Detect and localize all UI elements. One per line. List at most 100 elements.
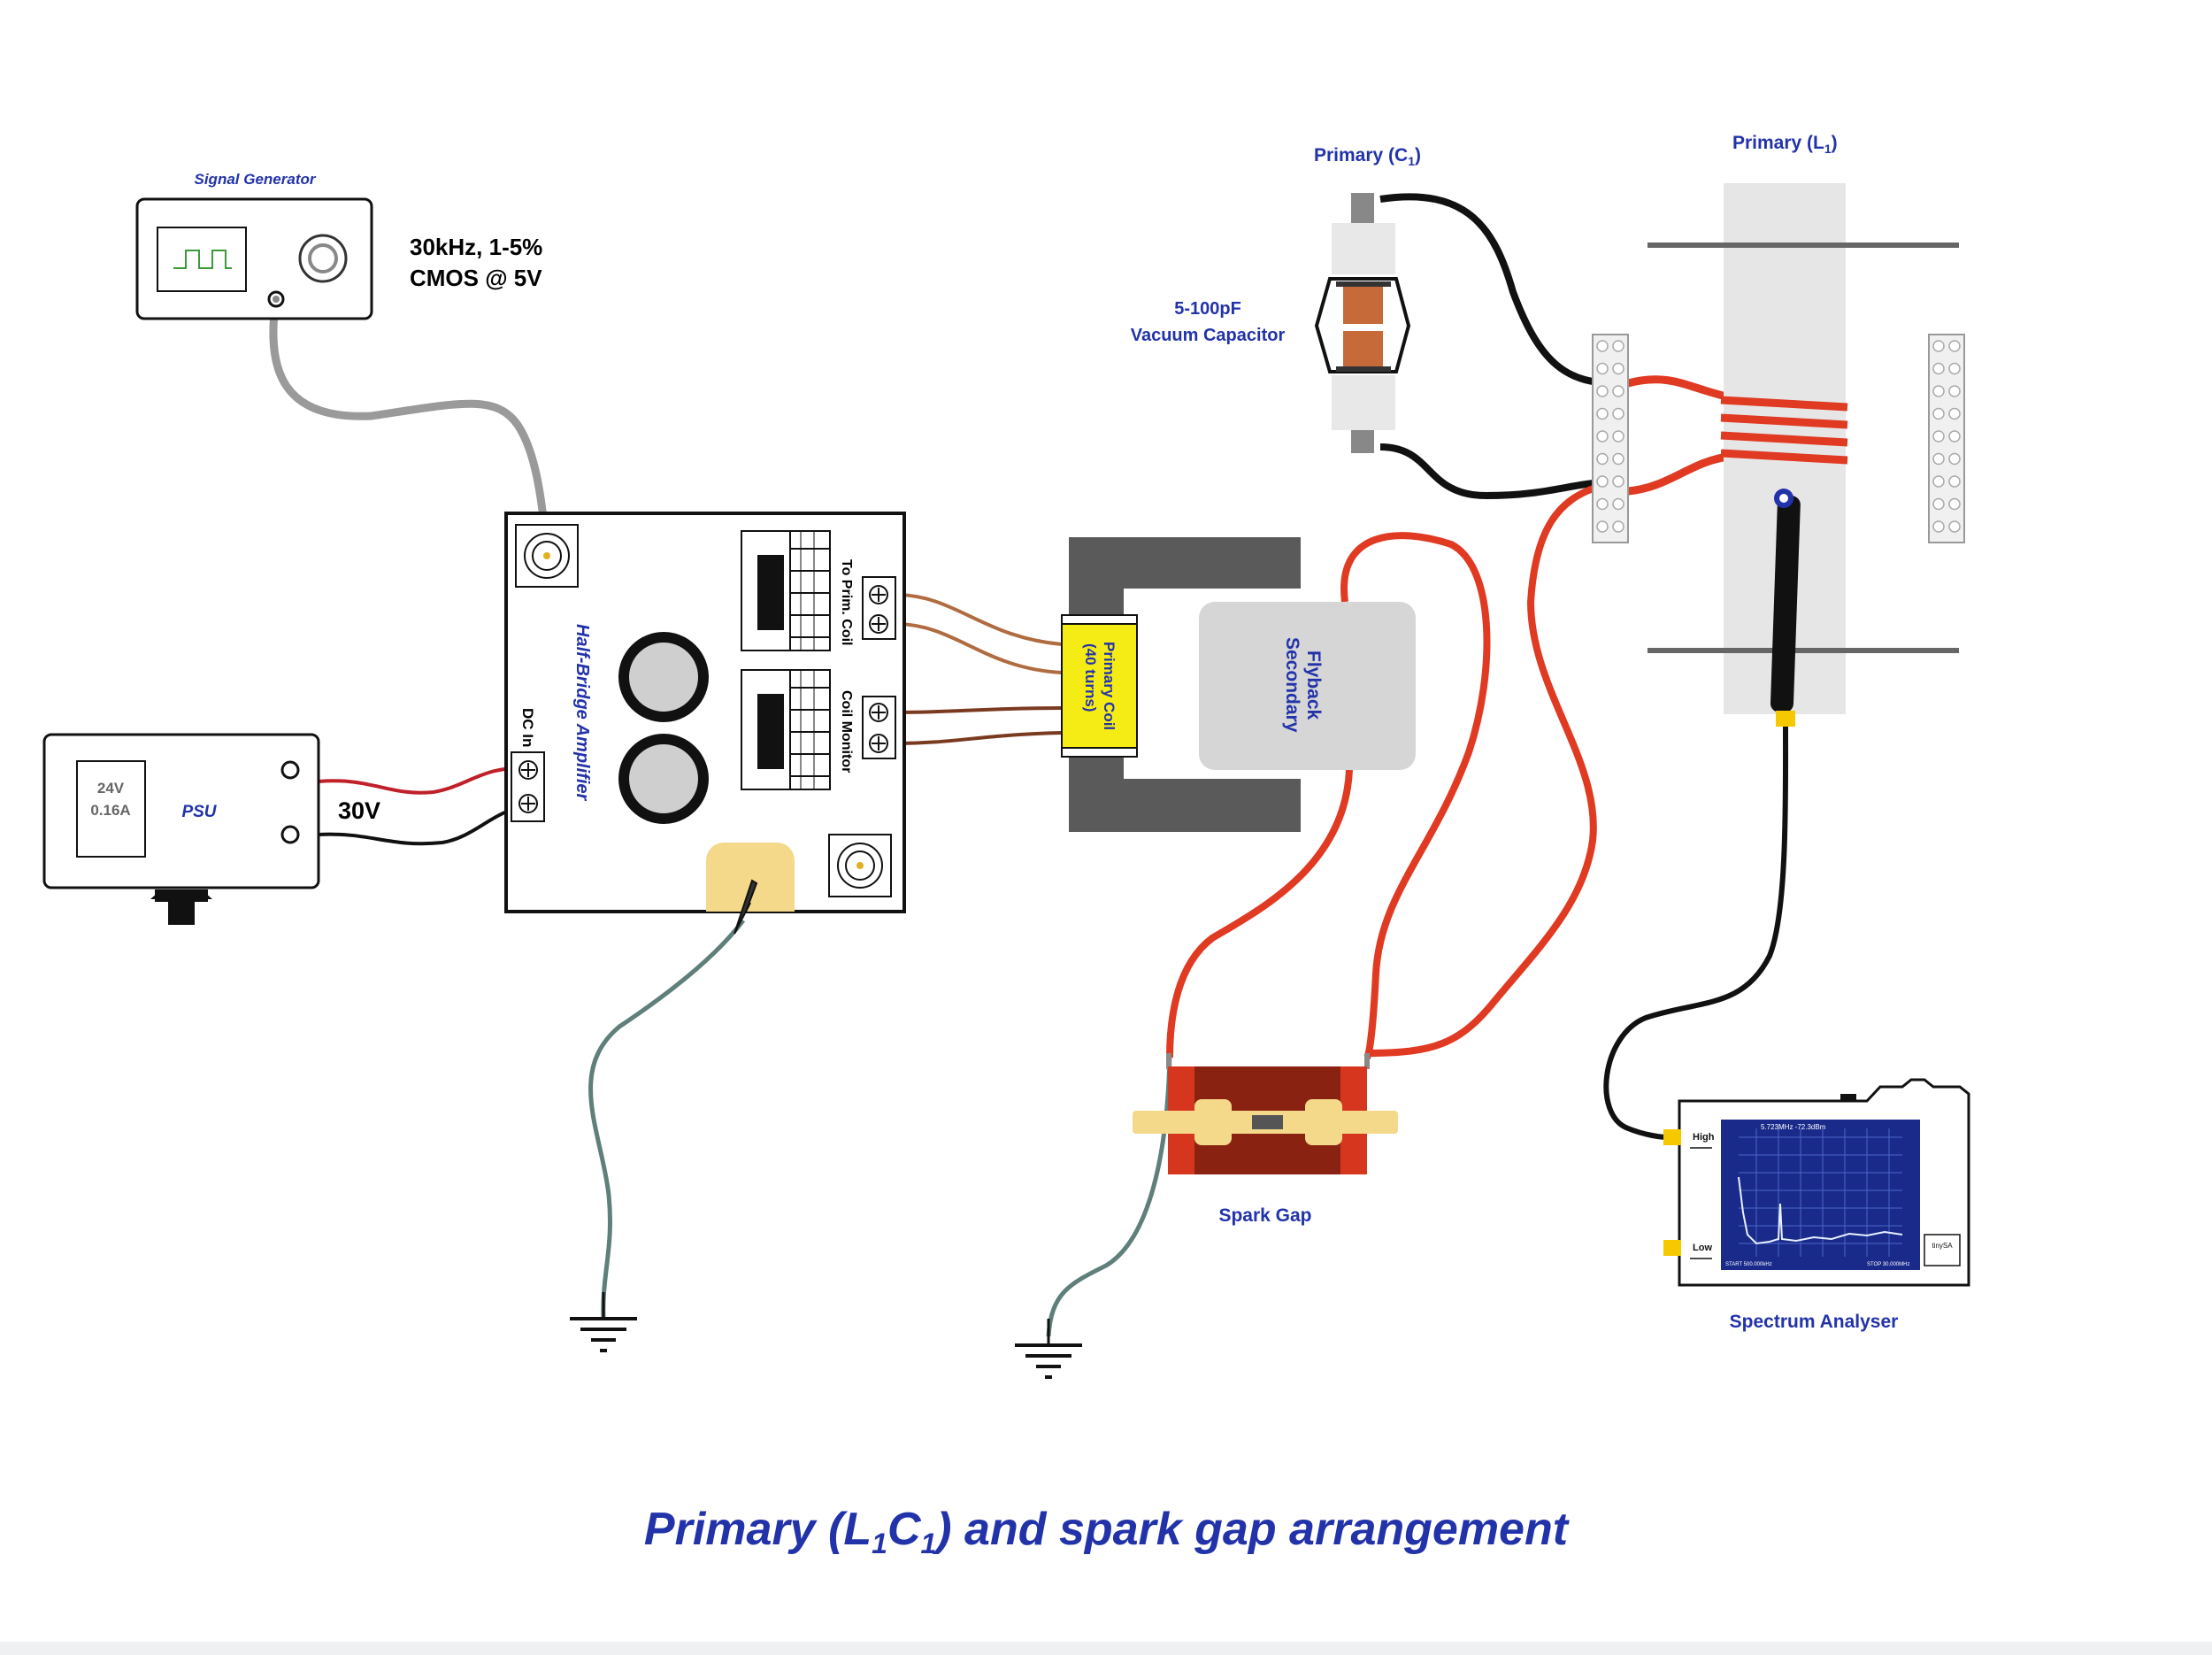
- dc-in-label: DC In: [519, 708, 536, 747]
- psu-rating-current: 0.16A: [90, 802, 130, 819]
- spark-gap-ground-wire: [1046, 1052, 1172, 1337]
- analyser-low-port[interactable]: [1663, 1240, 1681, 1256]
- signal-generator-screen: [157, 227, 247, 292]
- analyser-label: Spectrum Analyser: [1730, 1312, 1899, 1332]
- terminal-cell: [1948, 497, 1961, 511]
- capacitor-title: Primary (C1): [1314, 145, 1421, 168]
- spark-gap-label: Spark Gap: [1218, 1205, 1311, 1226]
- terminal-cell: [1932, 520, 1945, 533]
- terminal-cell: [1612, 385, 1624, 397]
- psu-negative-terminal[interactable]: [280, 825, 300, 844]
- terminal-cell: [1932, 475, 1945, 488]
- to-prim-coil-label: To Prim. Coil: [839, 559, 854, 645]
- coil-monitor-wire-1: [895, 706, 1063, 714]
- analyser-high-label: High: [1693, 1132, 1715, 1143]
- dc-in-terminal[interactable]: [511, 751, 545, 822]
- secondary-hv-wire-right: [1340, 532, 1491, 1060]
- terminal-cell: [1948, 430, 1961, 443]
- terminal-cell: [1596, 520, 1609, 533]
- terminal-cell: [1612, 340, 1624, 352]
- terminal-strip-left[interactable]: [1592, 334, 1629, 543]
- flyback-secondary-line2: Secondary: [1282, 637, 1302, 733]
- terminal-cell: [1596, 430, 1609, 443]
- psu-plug: [150, 891, 212, 925]
- prim-coil-terminal[interactable]: [862, 576, 896, 640]
- amplifier-capacitor-1: [618, 632, 709, 722]
- probe-cable: [1603, 725, 1789, 1140]
- flyback-secondary-line1: Flyback: [1303, 650, 1324, 720]
- psu-positive-terminal[interactable]: [280, 760, 300, 780]
- coil-monitor-wire-2: [895, 731, 1063, 745]
- spark-gap: Spark Gap: [1133, 1053, 1398, 1226]
- terminal-cell: [1612, 452, 1624, 466]
- terminal-cell: [1596, 385, 1609, 397]
- signal-cable: [269, 294, 551, 553]
- capacitor-bottom-wire: [1379, 443, 1609, 500]
- primary-coil: [1061, 623, 1138, 749]
- terminal-cell: [1948, 475, 1961, 488]
- terminal-cell: [1948, 362, 1961, 375]
- terminal-cell: [1596, 452, 1609, 466]
- terminal-cell: [1612, 475, 1624, 488]
- psu-rating-plate: [76, 760, 146, 858]
- flyback-secondary: [1199, 602, 1416, 770]
- prim-coil-wire-1: [895, 593, 1063, 646]
- terminal-cell: [1612, 362, 1624, 375]
- prim-coil-wire-2: [895, 622, 1063, 674]
- amplifier-capacitor-2: [618, 734, 709, 824]
- terminal-cell: [1948, 520, 1961, 533]
- primary-coil-title: Primary (L1): [1732, 133, 1838, 156]
- analyser-low-label: Low: [1693, 1243, 1712, 1253]
- terminal-cell: [1596, 362, 1609, 375]
- terminal-cell: [1596, 407, 1609, 420]
- square-wave-icon: [173, 250, 232, 269]
- analyser-trace: [1738, 1176, 1903, 1245]
- terminal-cell: [1596, 475, 1609, 488]
- analyser-screen-stop: STOP 30.000MHz: [1867, 1262, 1909, 1267]
- terminal-cell: [1596, 497, 1609, 511]
- terminal-cell: [1948, 407, 1961, 420]
- page-footer-strip: [0, 1642, 2212, 1655]
- spark-gap-electrode-gap: [1252, 1115, 1283, 1129]
- primary-coil-label: Primary Coil: [1101, 642, 1118, 730]
- psu-rating-voltage: 24V: [97, 780, 125, 797]
- output-transformer-2: [741, 669, 831, 790]
- amplifier-ground-wire: [588, 919, 745, 1320]
- half-bridge-amplifier: Half-Bridge Amplifier DC In To Prim. Coi…: [504, 512, 906, 935]
- pickup-probe[interactable]: [1770, 495, 1801, 713]
- signal-spec-line1: 30kHz, 1-5%: [410, 234, 542, 260]
- diagram-title: Primary (L1C1) and spark gap arrangement: [644, 1504, 1571, 1559]
- terminal-cell: [1612, 520, 1624, 533]
- coil-monitor-terminal[interactable]: [862, 696, 896, 759]
- psu-negative-wire: [318, 805, 530, 846]
- spectrum-analyser: 5.723MHz -72.3dBm START 500.000kHz STOP …: [1663, 1078, 1970, 1332]
- terminal-cell: [1932, 385, 1945, 397]
- coil-lead-bottom: [1627, 451, 1735, 496]
- psu-positive-wire: [318, 766, 530, 795]
- signal-generator: Signal Generator 30kHz, 1-5% CMOS @ 5V: [135, 171, 542, 320]
- output-transformer-1: [741, 530, 831, 651]
- terminal-cell: [1932, 430, 1945, 443]
- secondary-hv-wire-left: [1166, 769, 1353, 1058]
- terminal-strip-right[interactable]: [1928, 334, 1965, 543]
- terminal-cell: [1948, 452, 1961, 466]
- ground-clip[interactable]: [733, 879, 758, 935]
- analyser-screen-start: START 500.000kHz: [1725, 1262, 1772, 1267]
- primary-coil-assembly: Primary (L1): [1592, 133, 1965, 727]
- psu-output-voltage: 30V: [338, 797, 380, 824]
- capacitor-top-wire: [1379, 193, 1622, 388]
- terminal-cell: [1932, 407, 1945, 420]
- terminal-cell: [1932, 362, 1945, 375]
- analyser-brand: tinySA: [1932, 1242, 1953, 1250]
- psu: 24V 0.16A PSU 30V: [42, 733, 380, 925]
- coil-monitor-label: Coil Monitor: [839, 690, 854, 773]
- ground-symbol-icon: [1015, 1319, 1082, 1379]
- capacitor-value: 5-100pF: [1174, 299, 1241, 319]
- amplifier-label: Half-Bridge Amplifier: [572, 624, 592, 801]
- analyser-high-port[interactable]: [1663, 1129, 1681, 1145]
- signal-spec-line2: CMOS @ 5V: [410, 265, 542, 291]
- capacitor-type: Vacuum Capacitor: [1131, 326, 1286, 345]
- terminal-cell: [1932, 452, 1945, 466]
- ground-symbol-icon: [570, 1292, 637, 1352]
